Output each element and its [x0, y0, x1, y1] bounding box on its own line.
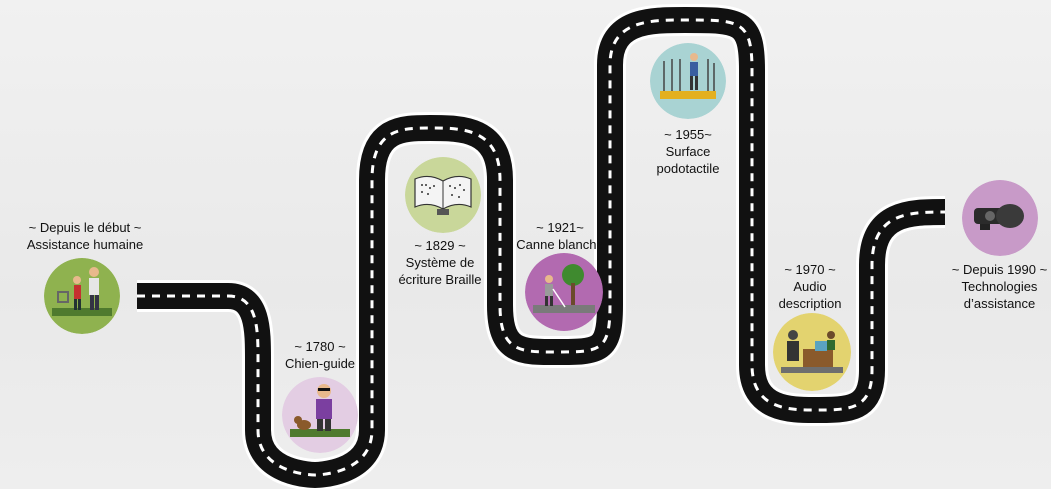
milestone-label-guide-dog: ~ 1780 ~ Chien-guide	[265, 338, 375, 372]
milestone-date: ~ Depuis le début ~	[28, 220, 142, 235]
milestone-title: podotactile	[656, 161, 720, 176]
milestone-date: ~ 1829 ~	[414, 238, 466, 253]
milestone-date: ~ Depuis 1990 ~	[951, 262, 1048, 277]
assistive-technology-icon	[962, 180, 1038, 256]
audio-description-icon	[773, 313, 851, 391]
milestone-label-tactile: ~ 1955~ Surface podotactile	[633, 126, 743, 177]
milestone-date: ~ 1921~	[536, 220, 584, 235]
milestone-date: ~ 1970 ~	[784, 262, 836, 277]
milestone-date: ~ 1780 ~	[294, 339, 346, 354]
milestone-title: Canne blanche	[516, 237, 604, 252]
tactile-paving-icon	[650, 43, 726, 119]
milestone-title: Audio	[793, 279, 827, 294]
milestone-label-braille: ~ 1829 ~ Système de écriture Braille	[380, 237, 500, 288]
human-assistance-icon	[44, 258, 120, 334]
white-cane-icon	[525, 253, 603, 331]
milestone-title: Technologies	[961, 279, 1038, 294]
milestone-label-human: ~ Depuis le début ~ Assistance humaine	[10, 219, 160, 253]
milestone-date: ~ 1955~	[664, 127, 712, 142]
guide-dog-icon	[282, 377, 358, 453]
milestone-title: Surface	[665, 144, 711, 159]
milestone-label-white-cane: ~ 1921~ Canne blanche	[505, 219, 615, 253]
milestone-title: Chien-guide	[284, 356, 356, 371]
milestone-title: Système de	[405, 255, 475, 270]
milestone-title: description	[778, 296, 842, 311]
milestone-title: écriture Braille	[398, 272, 482, 287]
braille-book-icon	[405, 157, 481, 233]
milestone-title: Assistance humaine	[26, 237, 144, 252]
milestone-label-audio-desc: ~ 1970 ~ Audio description	[755, 261, 865, 312]
milestone-title: d’assistance	[963, 296, 1036, 311]
milestone-label-assistive-tech: ~ Depuis 1990 ~ Technologies d’assistanc…	[948, 261, 1051, 312]
